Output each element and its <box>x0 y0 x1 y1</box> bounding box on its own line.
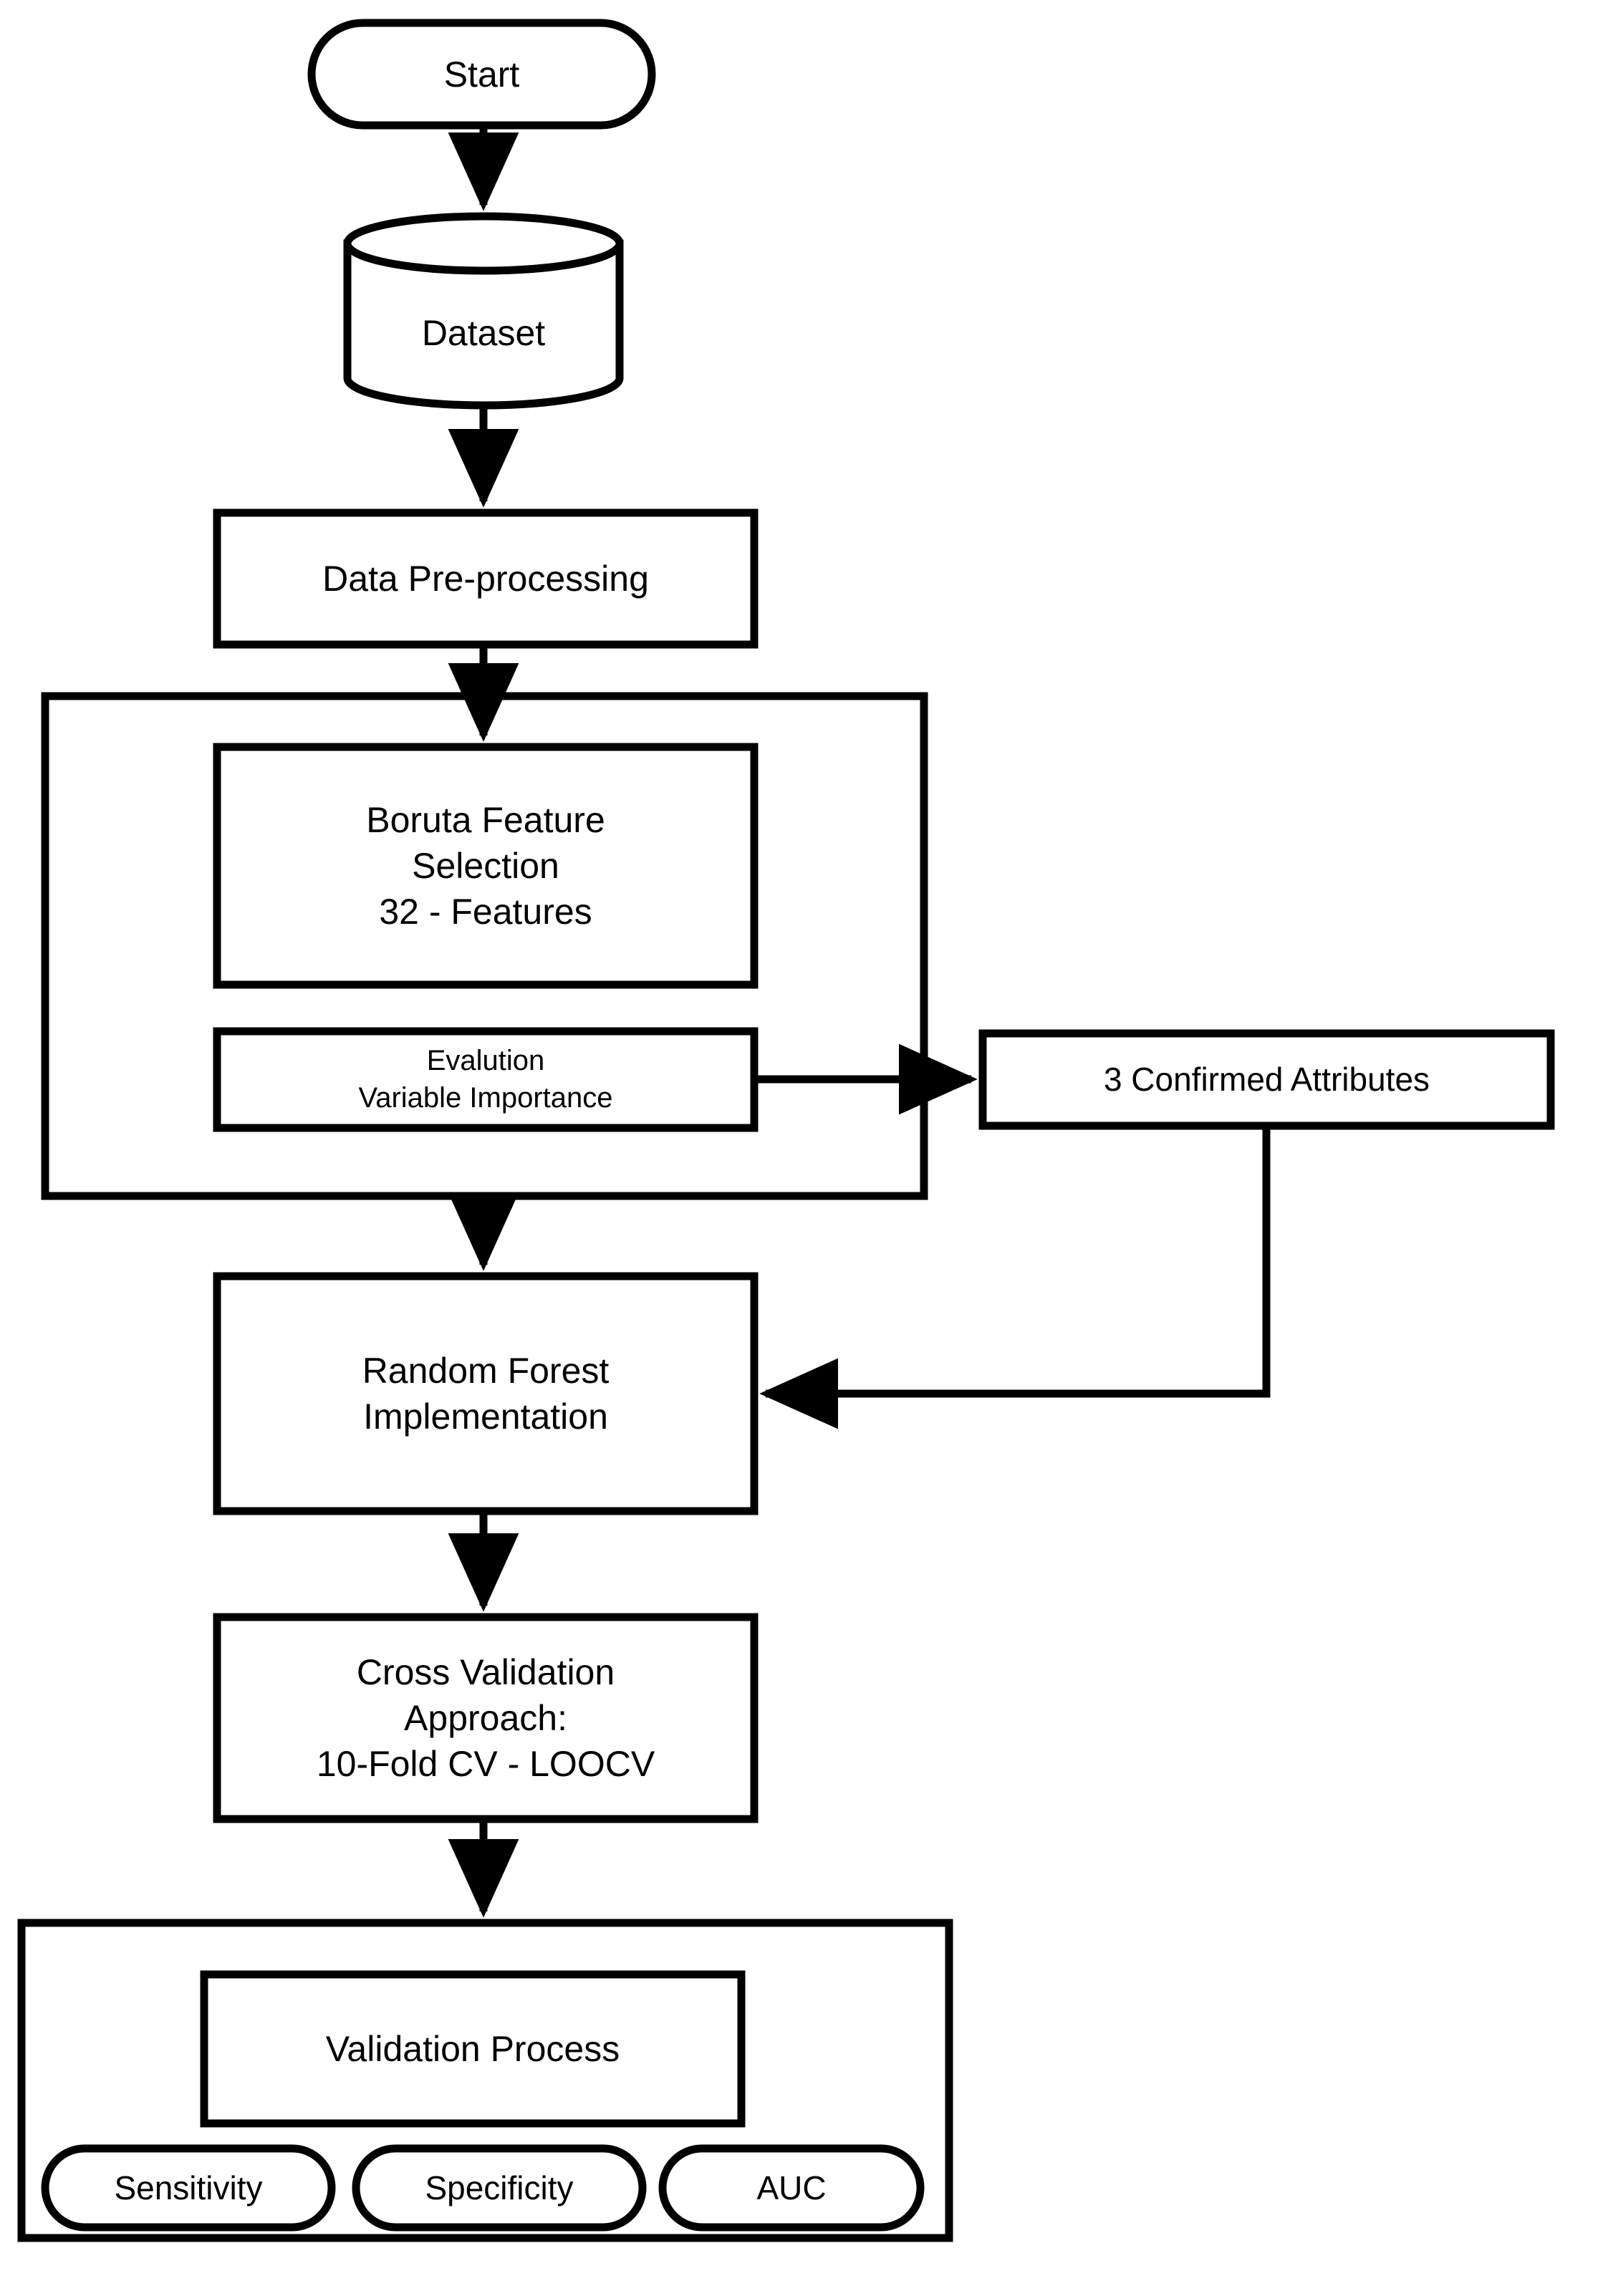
metric-specificity-shape[interactable] <box>352 2144 647 2232</box>
boruta-shape[interactable] <box>213 743 759 989</box>
edge-confirmed-to-random-forest <box>759 1126 1271 1429</box>
data-preprocessing-shape[interactable] <box>213 508 759 649</box>
dataset-shape[interactable] <box>343 212 624 410</box>
evaluation-shape[interactable] <box>213 1027 759 1132</box>
metric-auc-shape[interactable] <box>658 2144 925 2232</box>
cross-validation-shape[interactable] <box>213 1613 759 1823</box>
validation-process-shape[interactable] <box>200 1970 746 2128</box>
start-shape[interactable] <box>307 19 656 130</box>
random-forest-shape[interactable] <box>213 1272 759 1515</box>
metric-sensitivity-shape[interactable] <box>41 2144 336 2232</box>
confirmed-attributes-shape[interactable] <box>978 1029 1555 1130</box>
